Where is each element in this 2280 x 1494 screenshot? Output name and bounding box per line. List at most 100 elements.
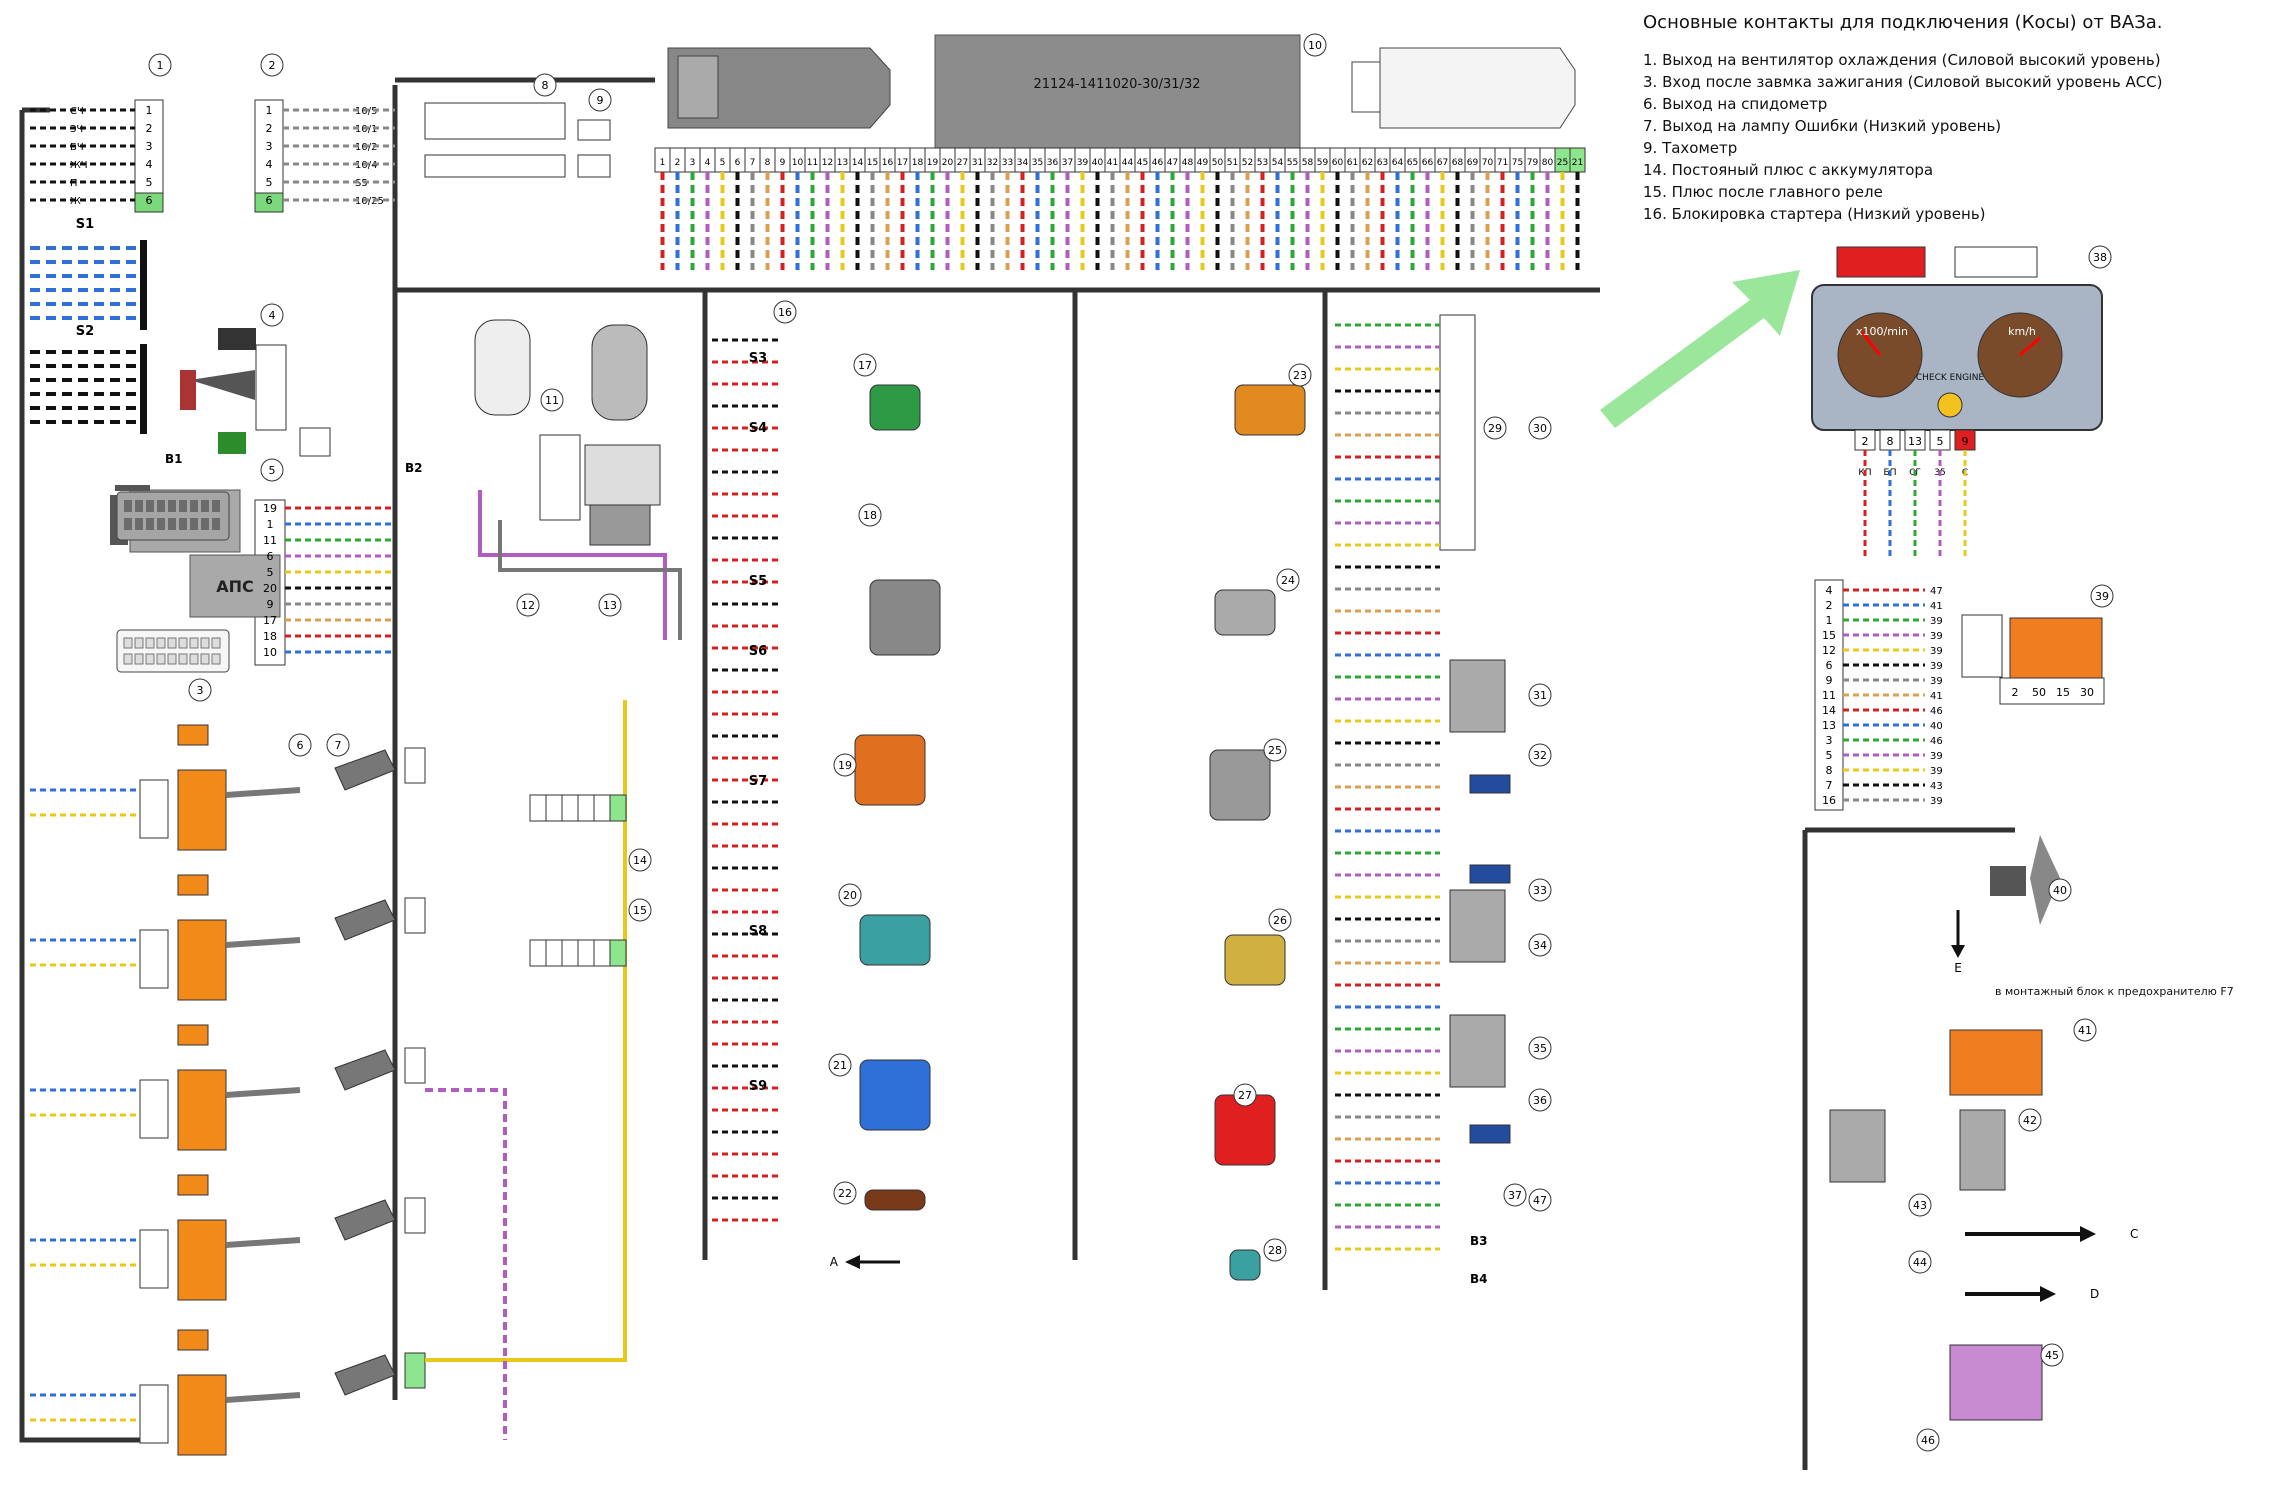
connector-1-pin: 5 [146,176,153,189]
right-block-wire: 39 [1930,751,1943,762]
right-block-pin: 1 [1826,614,1833,627]
legend: Основные контакты для подключения (Косы)… [1643,12,2263,225]
ecu-pin-label: 25 [1557,158,1568,168]
ground-b4: B4 [1470,1272,1488,1286]
component-number-label: 45 [2045,1349,2059,1362]
apc-pin: 19 [263,502,277,515]
component-number-label: 46 [1921,1434,1935,1447]
component-number [598,593,622,617]
ecu-pin-label: 44 [1122,158,1134,168]
component-number [858,503,882,527]
legend-item: 1. Выход на вентилятор охлаждения (Силов… [1643,51,2161,69]
right-block-pin: 2 [1826,599,1833,612]
connector-2-pin: 1 [266,104,273,117]
component-number-label: 20 [843,889,857,902]
component-number [2048,878,2072,902]
ground-b2: B2 [405,461,423,475]
right-block-pin: 8 [1826,764,1833,777]
right-block-pin: 6 [1826,659,1833,672]
ecu-pin-label: 8 [765,158,771,168]
spark-plug [225,787,301,798]
connector-2 [254,99,284,213]
spark-plug [225,1392,301,1403]
splice-bar [140,240,147,330]
idle-valve [180,328,287,431]
ecu-part-number: 21124-1411020-30/31/32 [1033,77,1200,92]
coil-plug [177,1329,209,1351]
ecu-pin-label: 27 [957,158,968,168]
right-block-pin: 15 [1822,629,1836,642]
svg-text:E: E [1954,961,1962,975]
apc-pin: 5 [267,566,274,579]
component-number [1276,568,1300,592]
ground-b1: B1 [165,452,183,466]
ecu-pin-label: 6 [735,158,741,168]
ecu-pin-label: 53 [1257,158,1268,168]
component-number [1528,878,1552,902]
component-number [260,53,284,77]
component-number-label: 41 [2078,1024,2092,1037]
ecu-pin-label: 12 [822,158,833,168]
component-number [773,300,797,324]
component-number-label: 7 [335,739,342,752]
right-block-wire: 39 [1930,661,1943,672]
ecu-pin-label: 62 [1362,158,1373,168]
component-number-label: 43 [1913,1199,1927,1212]
component-number-label: 4 [269,309,276,322]
ecu-wire-bundle [660,172,1580,270]
ecu-pin-label: 17 [897,158,908,168]
watermark-arrow [1600,270,1800,428]
ecu-pin-label: 54 [1272,158,1284,168]
apc-pin: 6 [267,550,274,563]
right-block-wire: 39 [1930,631,1943,642]
relay [1449,889,1506,963]
splice-label: S8 [749,924,767,939]
component-number [1528,933,1552,957]
connector-1-pin: 3 [146,140,153,153]
legend-item: 16. Блокировка стартера (Низкий уровень) [1643,205,1986,223]
component-number [1908,1250,1932,1274]
component-number [2090,584,2114,608]
ecu-pin-label: 32 [987,158,998,168]
apc-pin: 17 [263,614,277,627]
apc-pin: 9 [267,598,274,611]
fuse [1469,774,1511,794]
connector-1 [134,99,164,213]
component-number-label: 11 [545,394,559,407]
splice-label: S5 [749,574,767,589]
component-number-label: 30 [1533,422,1547,435]
component-number-label: 23 [1293,369,1307,382]
right-block-pin: 16 [1822,794,1836,807]
component-number-label: 44 [1913,1256,1927,1269]
component-number-label: 17 [858,359,872,372]
ecu-pin-label: 49 [1197,158,1209,168]
block-15-top [529,939,627,967]
speed-unit-label: km/h [2008,325,2036,338]
sensors [712,338,1306,1281]
lower-white-multiplug-rendered [116,629,230,673]
apc-pin: 1 [267,518,274,531]
arrow-d: D [1965,1286,2099,1302]
injector-connector [404,1352,426,1389]
ignition-switch [1961,614,2105,705]
ecu-pin-label: 4 [705,158,711,168]
component-number [1503,1183,1527,1207]
component-number [1233,1083,1257,1107]
component-number [2088,245,2112,269]
arrow-e: E [1951,910,1965,975]
injector [334,1049,396,1091]
right-block-wire: 39 [1930,616,1943,627]
check-engine-icon [1937,392,1963,418]
component-number-label: 36 [1533,1094,1547,1107]
cluster-connector-39 [1836,246,2038,278]
ecu-pin-label: 50 [1212,158,1224,168]
connector-1-wire: СЧ [70,106,84,117]
component-number-label: 1 [157,59,164,72]
spark-plug [225,937,301,948]
component-number [1268,908,1292,932]
ignition-pin: 50 [2032,686,2046,699]
right-block-wire: 47 [1930,586,1943,597]
injector [334,1354,396,1396]
